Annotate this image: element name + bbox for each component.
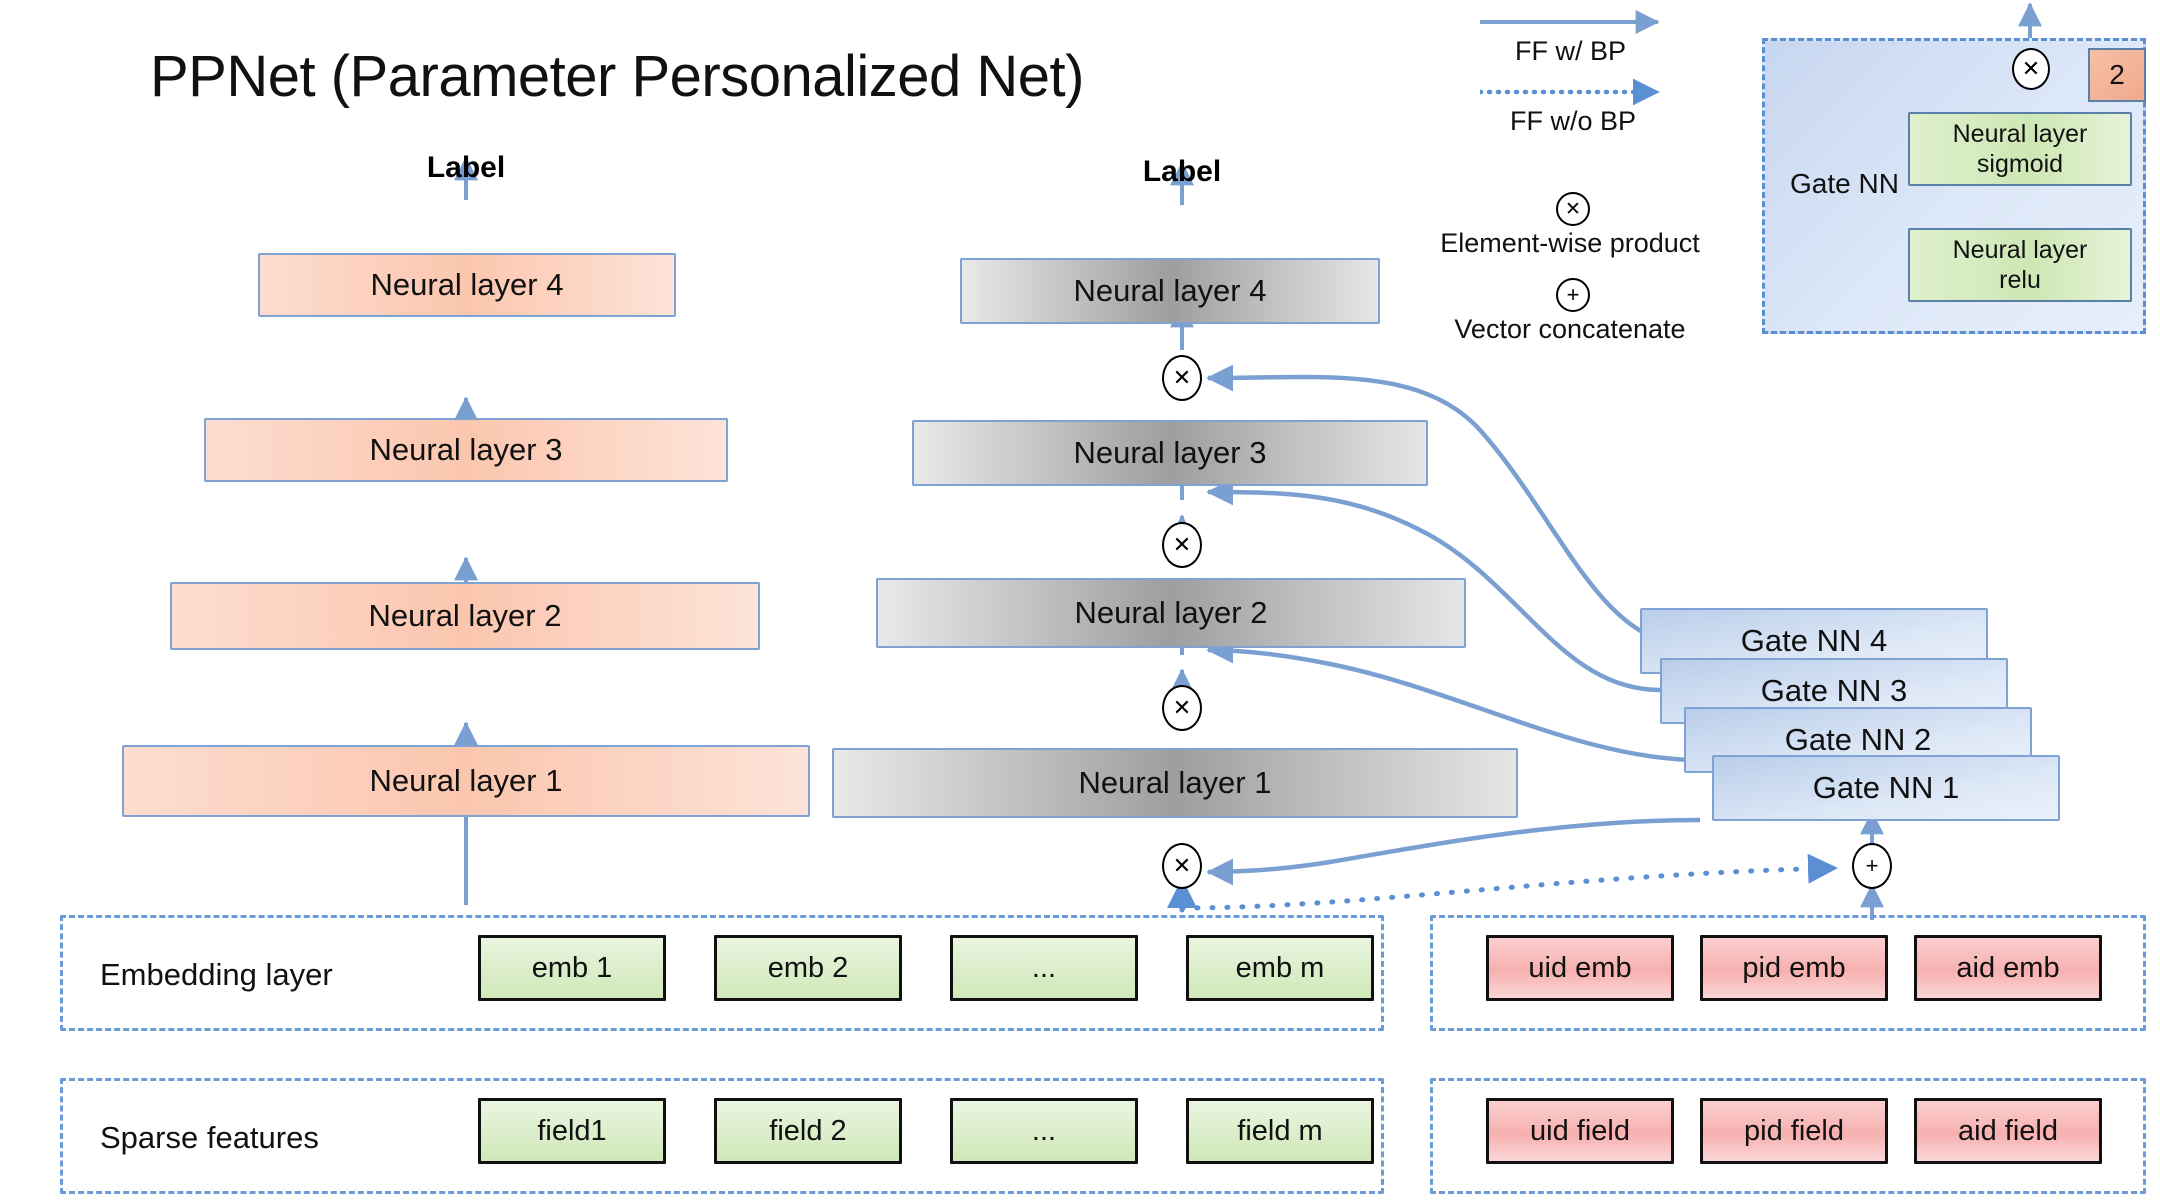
embedding-layer-label: Embedding layer [100,957,333,992]
middle-neural-layer-1[interactable]: Neural layer 1 [832,748,1518,818]
gate-elementwise-product-icon: ✕ [2012,48,2050,90]
legend-vector-concatenate-icon: + [1556,278,1590,312]
left-neural-layer-2[interactable]: Neural layer 2 [170,582,760,650]
field-chip-1[interactable]: field1 [478,1098,666,1164]
gate-relu-layer-box[interactable]: Neural layer relu [1908,228,2132,302]
left-column-label: Label [426,151,506,184]
sparse-group-ids [1430,1078,2146,1194]
embedding-group-generic [60,915,1384,1031]
gate-relu-line1: Neural layer [1952,236,2088,264]
gate-sigmoid-line1: Neural layer [1952,120,2088,148]
pid-emb-chip[interactable]: pid emb [1700,935,1888,1001]
field-chip-ellipsis[interactable]: ... [950,1098,1138,1164]
legend-elementwise-product-icon: ✕ [1556,192,1590,226]
elementwise-product-icon-4: ✕ [1162,355,1202,401]
aid-field-chip[interactable]: aid field [1914,1098,2102,1164]
page-title: PPNet (Parameter Personalized Net) [150,44,1084,109]
legend-ff-with-bp-label: FF w/ BP [1515,36,1627,66]
gate-relu-line2: relu [1999,266,2041,294]
left-neural-layer-4[interactable]: Neural layer 4 [258,253,676,317]
left-neural-layer-3[interactable]: Neural layer 3 [204,418,728,482]
right-column-label: Label [1142,155,1222,188]
vector-concatenate-icon: + [1852,843,1892,889]
gate-nn-detail-label: Gate NN [1790,168,1899,199]
uid-emb-chip[interactable]: uid emb [1486,935,1674,1001]
legend-vector-concatenate-label: Vector concatenate [1454,314,1686,344]
sparse-group-generic [60,1078,1384,1194]
gate-sigmoid-layer-box[interactable]: Neural layer sigmoid [1908,112,2132,186]
sparse-features-label: Sparse features [100,1120,319,1155]
elementwise-product-icon-2: ✕ [1162,685,1202,731]
emb-chip-m[interactable]: emb m [1186,935,1374,1001]
field-chip-m[interactable]: field m [1186,1098,1374,1164]
aid-emb-chip[interactable]: aid emb [1914,935,2102,1001]
legend-elementwise-product-label: Element-wise product [1440,228,1700,258]
legend-ff-without-bp-label: FF w/o BP [1510,106,1637,136]
field-chip-2[interactable]: field 2 [714,1098,902,1164]
left-neural-layer-1[interactable]: Neural layer 1 [122,745,810,817]
gate-sigmoid-line2: sigmoid [1976,150,2064,178]
emb-chip-ellipsis[interactable]: ... [950,935,1138,1001]
gate-nn-2[interactable]: Gate NN 2 [1684,707,2032,773]
elementwise-product-icon-3: ✕ [1162,522,1202,568]
middle-neural-layer-3[interactable]: Neural layer 3 [912,420,1428,486]
pid-field-chip[interactable]: pid field [1700,1098,1888,1164]
gate-nn-1[interactable]: Gate NN 1 [1712,755,2060,821]
gate-scale-value-box[interactable]: 2 [2088,48,2146,102]
emb-chip-2[interactable]: emb 2 [714,935,902,1001]
elementwise-product-icon-1: ✕ [1162,843,1202,889]
legend-arrow-icons [1480,10,1661,106]
uid-field-chip[interactable]: uid field [1486,1098,1674,1164]
middle-neural-layer-2[interactable]: Neural layer 2 [876,578,1466,648]
emb-chip-1[interactable]: emb 1 [478,935,666,1001]
middle-neural-layer-4[interactable]: Neural layer 4 [960,258,1380,324]
embedding-group-ids [1430,915,2146,1031]
